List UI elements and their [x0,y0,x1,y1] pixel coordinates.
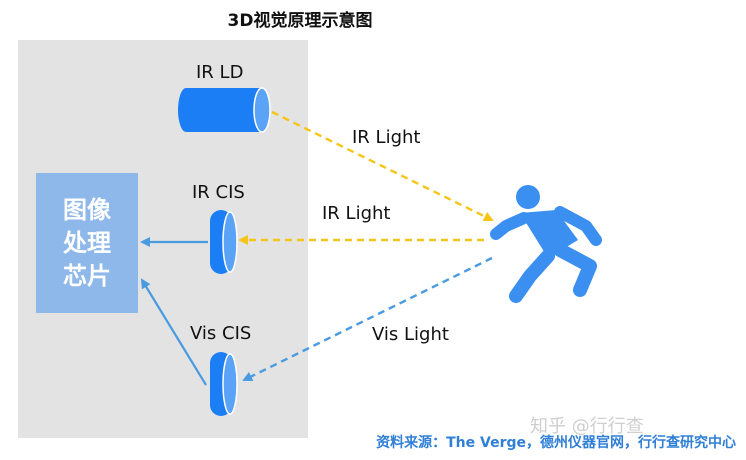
ir-ld-emitter-icon [178,87,271,133]
vis-back-beam-label: Vis Light [372,324,449,345]
vis-cis-label: Vis CIS [190,323,252,344]
ir-out-beam [271,110,494,222]
ir-cis-label: IR CIS [192,182,245,203]
watermark: 知乎 @行行查 [530,416,644,437]
ir-ld-label: IR LD [196,62,244,83]
ir-back-beam-label: IR Light [322,203,391,224]
running-person-icon [490,185,602,303]
ir-cis-sensor-icon [210,210,238,274]
ir-out-beam-label: IR Light [352,127,421,148]
diagram-title: 3D视觉原理示意图 [227,11,373,31]
vis-back-beam [242,256,493,382]
chip-label: 图像处理芯片 [63,195,111,290]
source-note: 资料来源：The Verge，德州仪器官网，行行查研究中心 [376,435,736,451]
vis-cis-sensor-icon [210,352,238,416]
vis-cis-to-chip-arrow [140,278,207,386]
image-processing-chip: 图像处理芯片 [36,173,138,313]
